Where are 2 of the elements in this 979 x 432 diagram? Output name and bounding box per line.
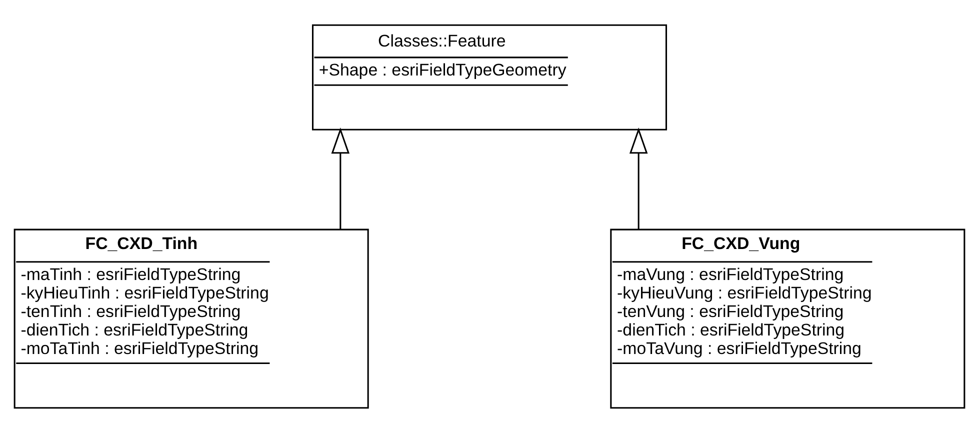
arrow — [331, 126, 350, 230]
arrow — [629, 126, 648, 230]
